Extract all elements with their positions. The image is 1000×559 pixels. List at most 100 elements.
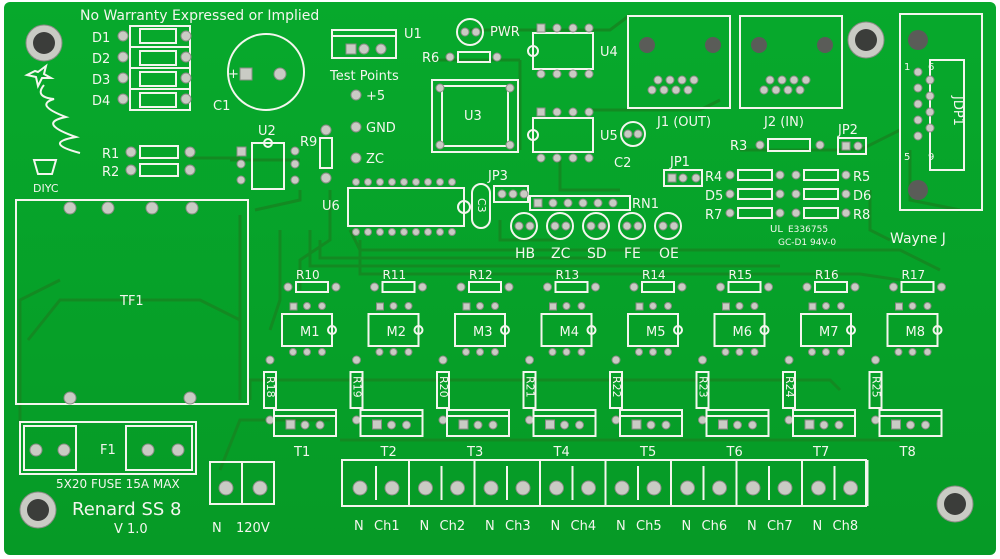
led-fe-label: FE bbox=[624, 246, 641, 262]
jp2-label: JP2 bbox=[837, 123, 858, 138]
db9-pin5: 5 bbox=[904, 152, 910, 163]
diyc-logo: DIYC bbox=[24, 63, 81, 195]
power-input-terminal: N 120V bbox=[209, 461, 275, 536]
u3-label: U3 bbox=[464, 109, 482, 124]
u5-label: U5 bbox=[600, 129, 618, 144]
capacitor-c1: + C1 bbox=[213, 33, 305, 114]
r-top-label: R11 bbox=[383, 268, 407, 282]
output-n-label: N bbox=[747, 519, 757, 534]
mounting-holes bbox=[19, 21, 974, 529]
r-top-label: R17 bbox=[902, 268, 926, 282]
output-1: N Ch1 bbox=[352, 460, 410, 534]
optocoupler-label: M4 bbox=[560, 325, 580, 340]
chip-u2: U2 bbox=[236, 124, 300, 190]
r6-label: R6 bbox=[422, 51, 439, 66]
chip-u3: U3 bbox=[431, 79, 519, 153]
db9-pin1: 1 bbox=[904, 62, 910, 73]
jack-j1: J1 (OUT) bbox=[627, 15, 731, 130]
u6-label: U6 bbox=[322, 199, 340, 214]
triac-label: T4 bbox=[553, 445, 570, 460]
tf1-label: TF1 bbox=[119, 294, 144, 309]
optocoupler-label: M8 bbox=[906, 325, 926, 340]
regulator-u1: U1 bbox=[331, 27, 422, 59]
board-version: V 1.0 bbox=[114, 522, 148, 537]
svg-text:+: + bbox=[228, 67, 239, 82]
optocoupler-label: M1 bbox=[300, 325, 320, 340]
output-channel-label: Ch1 bbox=[374, 519, 400, 534]
r5-label: R5 bbox=[853, 170, 870, 185]
output-n-label: N bbox=[354, 519, 364, 534]
ul-code: GC-D1 94V-0 bbox=[778, 238, 836, 248]
r-side-label: R25 bbox=[870, 376, 883, 398]
j2-label: J2 (IN) bbox=[763, 115, 804, 130]
resistors-r1-r2: R1 R2 bbox=[102, 145, 196, 180]
input-120v-label: 120V bbox=[236, 521, 270, 536]
output-5: N Ch5 bbox=[614, 460, 672, 534]
led-sd-label: SD bbox=[587, 246, 607, 262]
author-label: Wayne J bbox=[890, 231, 946, 247]
jdp1-label: JDP1 bbox=[950, 95, 965, 126]
logo-text: DIYC bbox=[33, 182, 59, 195]
ul-number: E336755 bbox=[788, 225, 828, 235]
led-zc-label: ZC bbox=[551, 246, 571, 262]
fuse-note: 5X20 FUSE 15A MAX bbox=[56, 477, 180, 491]
r-top-label: R16 bbox=[815, 268, 839, 282]
capacitor-c3: C3 bbox=[471, 183, 491, 229]
jp3-label: JP3 bbox=[487, 169, 508, 184]
output-n-label: N bbox=[616, 519, 626, 534]
output-channel-label: Ch4 bbox=[571, 519, 597, 534]
output-channel-label: Ch6 bbox=[702, 519, 728, 534]
c3-label: C3 bbox=[475, 198, 488, 213]
tp-zc-label: ZC bbox=[366, 152, 384, 167]
led-oe-label: OE bbox=[659, 246, 679, 262]
input-n-label: N bbox=[212, 521, 222, 536]
test-points-label: Test Points bbox=[329, 69, 399, 84]
output-channel-label: Ch2 bbox=[440, 519, 466, 534]
output-n-label: N bbox=[420, 519, 430, 534]
output-channel-label: Ch5 bbox=[636, 519, 662, 534]
r-side-label: R24 bbox=[783, 376, 796, 398]
optocoupler-label: M6 bbox=[733, 325, 753, 340]
diode-bank: D1 D2 D3 D4 bbox=[92, 25, 192, 111]
board-surface bbox=[4, 2, 996, 555]
r-side-label: R21 bbox=[524, 376, 537, 398]
mounting-hole-top-left bbox=[25, 24, 63, 62]
r1-label: R1 bbox=[102, 147, 119, 162]
u4-label: U4 bbox=[600, 45, 618, 60]
fuse-f1: F1 5X20 FUSE 15A MAX bbox=[19, 421, 197, 491]
led-hb-label: HB bbox=[515, 246, 535, 262]
d1-label: D1 bbox=[92, 31, 110, 46]
board-title: Renard SS 8 bbox=[72, 499, 181, 520]
svg-text:UL: UL bbox=[770, 224, 783, 235]
resistor-r3: R3 bbox=[730, 138, 825, 154]
c1-label: C1 bbox=[213, 99, 230, 114]
channel-group: R10M1R18T1R11M2R19T2R12M3R20T3R13M4R21T4… bbox=[263, 268, 946, 460]
d4-label: D4 bbox=[92, 94, 110, 109]
r-side-label: R20 bbox=[437, 376, 450, 398]
ul-marking: UL E336755 GC-D1 94V-0 bbox=[770, 224, 836, 248]
jumper-jp2: JP2 bbox=[837, 123, 867, 155]
transformer-tf1: TF1 bbox=[15, 199, 249, 405]
tp-5v-label: +5 bbox=[366, 89, 385, 104]
r4-label: R4 bbox=[705, 170, 722, 185]
optocoupler-label: M5 bbox=[646, 325, 666, 340]
output-channel-label: Ch7 bbox=[767, 519, 793, 534]
warranty-text: No Warranty Expressed or Implied bbox=[80, 8, 319, 24]
output-channel-label: Ch3 bbox=[505, 519, 531, 534]
pwr-label: PWR bbox=[490, 25, 520, 40]
r8-label: R8 bbox=[853, 208, 870, 223]
d6-label: D6 bbox=[853, 189, 871, 204]
triac-label: T8 bbox=[899, 445, 916, 460]
output-n-label: N bbox=[813, 519, 823, 534]
capacitor-c2: C2 bbox=[614, 121, 646, 171]
